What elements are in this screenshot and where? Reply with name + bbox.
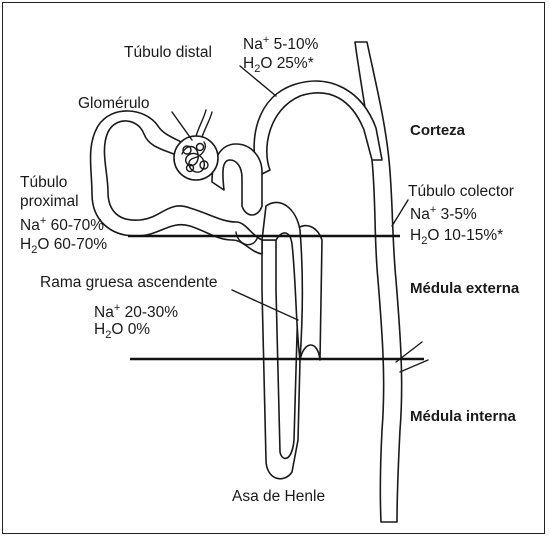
- thick-ascending-limb: [261, 201, 304, 361]
- henle-loop: [261, 224, 323, 480]
- collecting-duct: [354, 41, 403, 523]
- ascendente-na-value: Na+ 20-30%: [94, 302, 178, 321]
- leader-distal: [239, 65, 277, 97]
- ascending-connector: [211, 143, 263, 216]
- label-glomerulo: Glomérulo: [78, 95, 150, 112]
- colector-na-value: Na+ 3-5%: [410, 204, 477, 223]
- label-asa-de-henle: Asa de Henle: [232, 488, 325, 505]
- label-tubulo-proximal-line1: Túbulo: [20, 174, 67, 191]
- label-tubulo-distal: Túbulo distal: [124, 44, 212, 61]
- leader-colector: [391, 199, 409, 227]
- label-tubulo-proximal-line2: proximal: [20, 193, 79, 210]
- label-tubulo-colector: Túbulo colector: [408, 183, 514, 200]
- zone-medula-interna: Médula interna: [410, 408, 517, 425]
- proximal-tubule: [89, 110, 263, 255]
- leader-rama: [231, 289, 299, 321]
- glomerulus: [173, 109, 219, 181]
- proximal-na-value: Na+ 60-70%: [20, 215, 104, 234]
- label-rama-gruesa: Rama gruesa ascendente: [40, 274, 218, 291]
- distal-h2o-value: H2O 25%*: [243, 55, 314, 75]
- zone-medula-externa: Médula externa: [410, 280, 520, 297]
- leader-glomerulo: [171, 111, 193, 141]
- distal-tubule: [253, 80, 383, 177]
- distal-na-value: Na+ 5-10%: [243, 34, 319, 53]
- ascendente-h2o-value: H2O 0%: [94, 321, 150, 341]
- colector-h2o-value: H2O 10-15%*: [410, 227, 503, 247]
- diagram-frame: [2, 2, 545, 534]
- zone-corteza: Corteza: [410, 122, 466, 139]
- proximal-h2o-value: H2O 60-70%: [20, 236, 107, 256]
